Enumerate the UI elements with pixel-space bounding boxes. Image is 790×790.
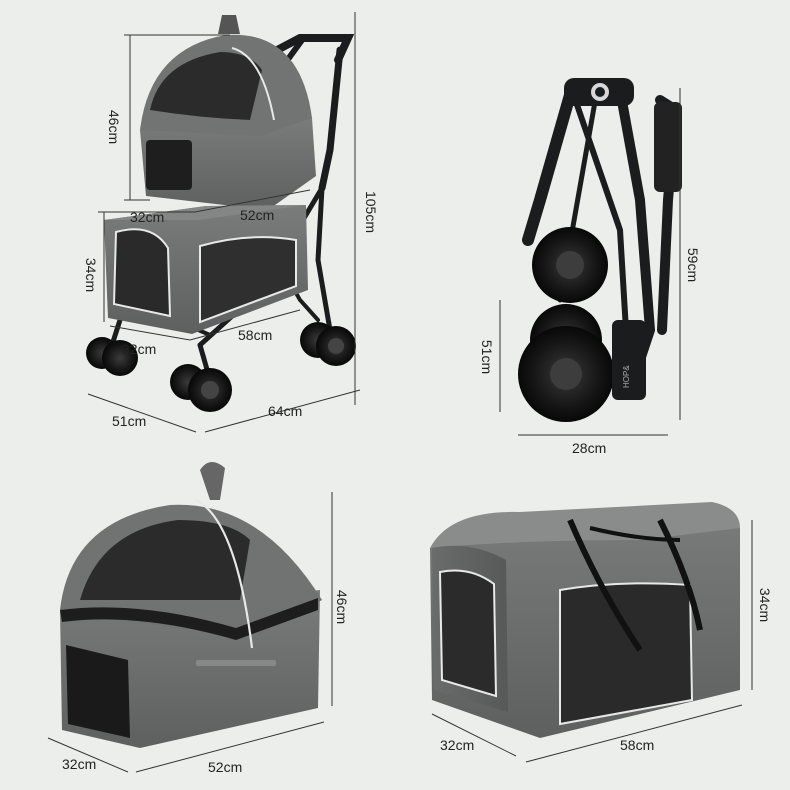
duffle-dimension-lines [431,520,753,763]
stroller-base-length-label: 64cm [268,403,303,419]
stroller-top-depth-label: 32cm [130,209,165,225]
duffle-height-label: 34cm [757,587,774,623]
folded-height-label: 59cm [685,247,702,283]
folded-width-label: 28cm [572,440,607,456]
carrier-dimension-lines [47,492,333,773]
stroller-total-height-label: 105cm [363,190,380,234]
stroller-bottom-height-label: 34cm [83,257,100,293]
stroller-top-height-label: 46cm [106,109,123,145]
stroller-top-carrier [140,15,316,210]
stroller-bottom-depth-label: 32cm [122,341,157,357]
carrier-width-label: 52cm [208,759,243,775]
duffle-depth-label: 32cm [440,737,475,753]
stroller-base-depth-label: 51cm [112,413,147,429]
duffle-figure [430,502,740,738]
stroller-bottom-carrier [104,205,308,334]
stroller-top-width-label: 52cm [240,207,275,223]
folded-wheel-height-label: 51cm [479,339,496,375]
stroller-figure [86,15,356,412]
duffle-width-label: 58cm [620,737,655,753]
folded-brand-text: HOP& [622,365,631,388]
stroller-bottom-width-label: 58cm [238,327,273,343]
folded-dimension-lines [499,88,681,436]
stroller-dimension-lines [87,12,361,433]
stroller-wheels [86,322,356,412]
folded-stroller-figure: HOP& [518,78,682,422]
carrier-figure [60,461,322,748]
carrier-height-label: 46cm [334,589,351,625]
carrier-depth-label: 32cm [62,756,97,772]
